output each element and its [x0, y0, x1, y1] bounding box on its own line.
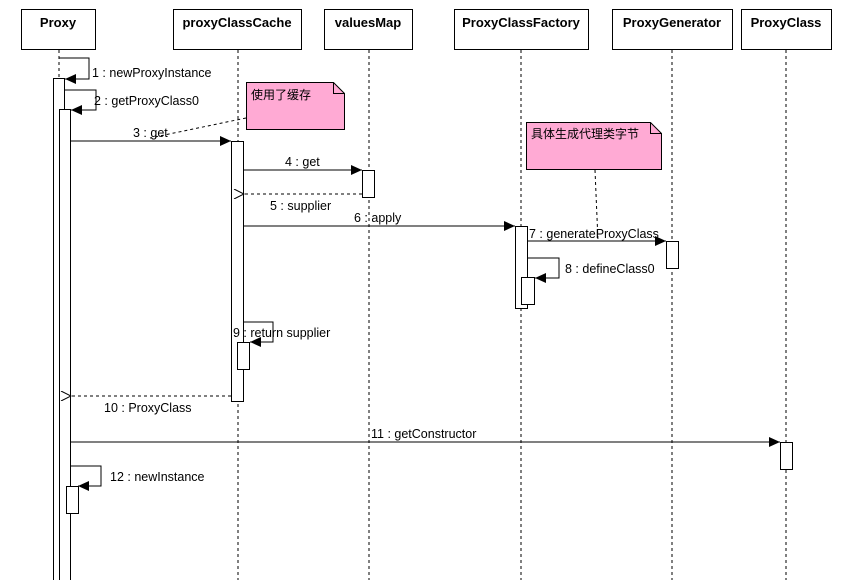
- participant-proxyclass-box: [741, 9, 832, 50]
- message-label-3: 3 : get: [133, 126, 168, 140]
- participant-generator-box: [612, 9, 733, 50]
- participant-proxy-label: Proxy: [40, 15, 77, 30]
- message-label-8: 8 : defineClass0: [565, 262, 655, 276]
- note-factory: [526, 122, 662, 170]
- note-cache-connector: [149, 117, 247, 139]
- message-label-6: 6 : apply: [354, 211, 402, 225]
- message-label-12: 12 : newInstance: [110, 470, 205, 484]
- message-label-5: 5 : supplier: [270, 199, 331, 213]
- message-label-2: 2 : getProxyClass0: [94, 94, 199, 108]
- activation-cache: [231, 141, 244, 402]
- activation-proxyclass: [780, 442, 793, 470]
- activation-proxy-inner: [59, 109, 71, 580]
- note-factory-text: 具体生成代理类字节: [531, 126, 639, 141]
- participant-factory-box: [454, 9, 589, 50]
- message-arrow-8: [528, 257, 560, 283]
- activation-values: [362, 170, 375, 198]
- participant-proxyclass-label: ProxyClass: [751, 15, 822, 30]
- participant-values-box: [324, 9, 413, 50]
- note-cache: [246, 82, 345, 130]
- message-label-9: 9 : return supplier: [233, 326, 330, 340]
- participant-values-label: valuesMap: [335, 15, 402, 30]
- participant-generator-label: ProxyGenerator: [623, 15, 721, 30]
- message-label-1: 1 : newProxyInstance: [92, 66, 212, 80]
- participant-factory-label: ProxyClassFactory: [462, 15, 581, 30]
- message-label-11: 11 : getConstructor: [371, 427, 476, 441]
- activation-proxy-newinstance: [66, 486, 79, 514]
- message-arrow-1: [59, 57, 90, 84]
- activation-factory-define: [521, 277, 535, 305]
- message-label-10: 10 : ProxyClass: [104, 401, 192, 415]
- activation-generator: [666, 241, 679, 269]
- note-factory-fold: [650, 122, 662, 134]
- message-arrow-12: [71, 465, 102, 491]
- participant-cache-label: proxyClassCache: [182, 15, 291, 30]
- message-label-4: 4 : get: [285, 155, 320, 169]
- message-arrow-9: [244, 321, 274, 347]
- note-cache-fold: [333, 82, 345, 94]
- message-arrow-2: [65, 89, 97, 115]
- activation-cache-return: [237, 342, 250, 370]
- participant-cache-box: [173, 9, 302, 50]
- participant-proxy-box: [21, 9, 96, 50]
- note-cache-text: 使用了缓存: [251, 87, 311, 102]
- message-label-7: 7 : generateProxyClass: [529, 227, 659, 241]
